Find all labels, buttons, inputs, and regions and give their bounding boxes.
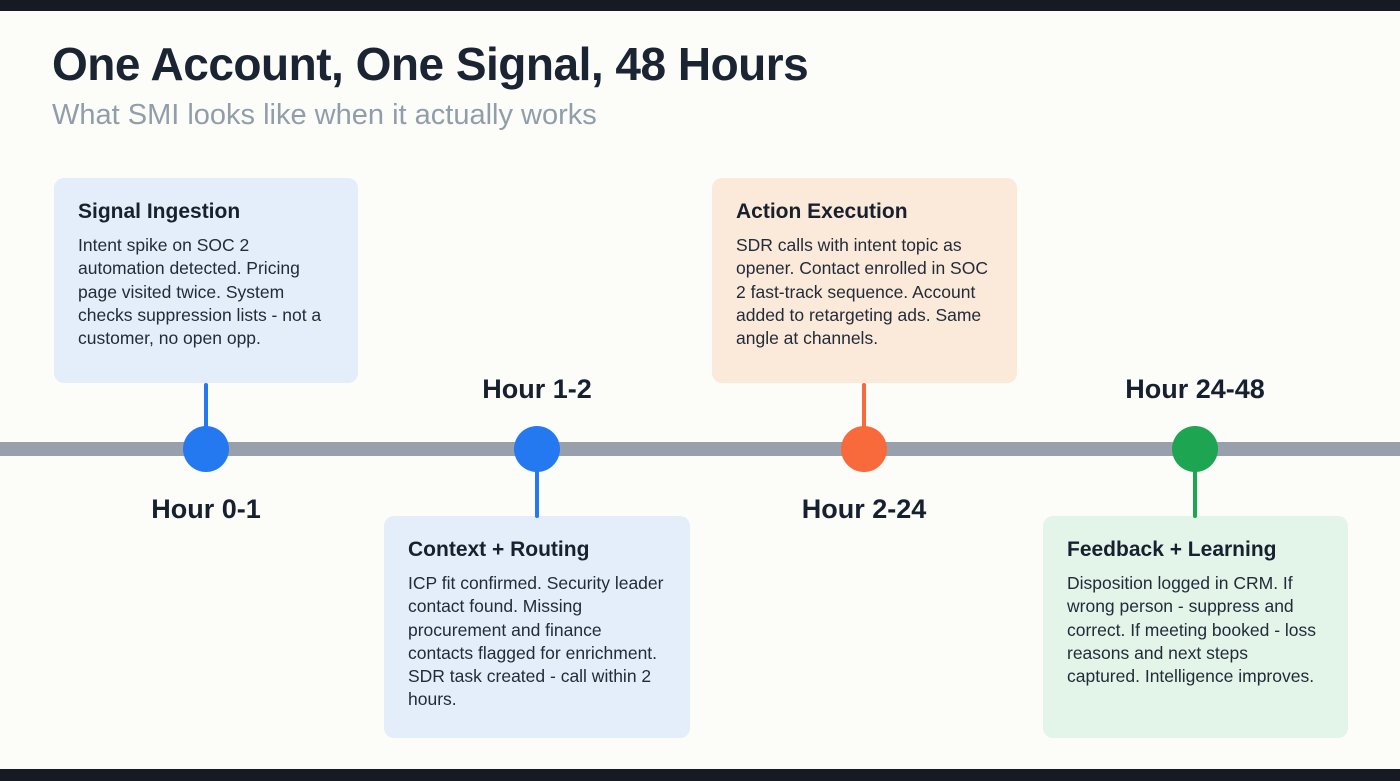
hour-label: Hour 0-1	[151, 494, 261, 524]
page-subtitle: What SMI looks like when it actually wor…	[52, 98, 597, 131]
bottom-border-bar	[0, 769, 1400, 781]
connector-line	[535, 470, 539, 518]
card-title: Feedback + Learning	[1067, 538, 1277, 561]
card-body: SDR calls with intent topic as opener. C…	[736, 235, 988, 349]
card-title: Context + Routing	[408, 538, 590, 561]
card-title: Signal Ingestion	[78, 200, 241, 223]
card-body: ICP fit confirmed. Security leader conta…	[408, 573, 664, 710]
connector-line	[1193, 470, 1197, 518]
header: One Account, One Signal, 48 Hours What S…	[52, 38, 809, 132]
hour-label: Hour 1-2	[482, 374, 592, 404]
timeline-bar	[0, 442, 1400, 456]
card-title: Action Execution	[736, 200, 908, 223]
milestone-card: Feedback + Learning Disposition logged i…	[1043, 516, 1348, 738]
milestone-card: Context + Routing ICP fit confirmed. Sec…	[384, 516, 690, 738]
top-border-bar	[0, 0, 1400, 11]
connector-line	[862, 383, 866, 429]
milestone-card: Action Execution SDR calls with intent t…	[712, 178, 1017, 383]
connector-line	[204, 383, 208, 429]
page-title: One Account, One Signal, 48 Hours	[52, 38, 809, 90]
hour-label: Hour 24-48	[1125, 374, 1265, 404]
card-body: Intent spike on SOC 2 automation detecte…	[78, 235, 322, 349]
hour-label: Hour 2-24	[801, 494, 927, 524]
card-body: Disposition logged in CRM. If wrong pers…	[1067, 573, 1316, 687]
milestone-card: Signal Ingestion Intent spike on SOC 2 a…	[54, 178, 358, 383]
